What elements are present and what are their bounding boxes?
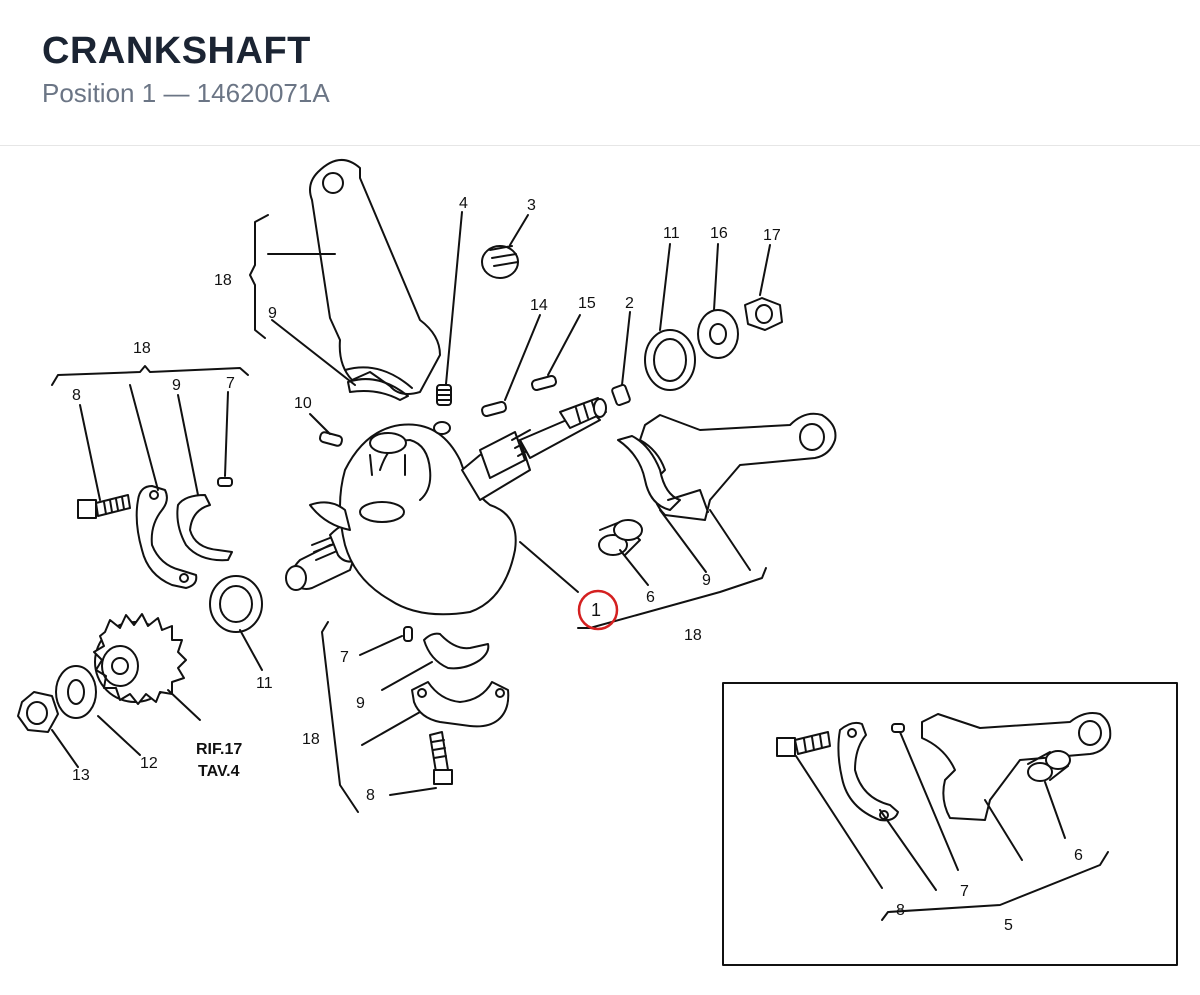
callout-9-top: 9 [268,305,277,322]
key-15 [531,374,557,392]
inset-panel [722,682,1178,966]
callout-18-top: 18 [214,272,232,289]
brackets [51,214,767,813]
gear-washer [55,665,97,719]
callout-2: 2 [625,295,634,312]
page-header: CRANKSHAFT Position 1 — 14620071A [0,0,1200,146]
seal-bottom [209,575,263,633]
callout-13: 13 [72,767,90,784]
grub-screw-2 [611,383,631,407]
seal-top [644,329,696,391]
callout-12: 12 [140,755,158,772]
key-10 [318,431,344,447]
callout-11-bottom: 11 [256,675,273,692]
highlight-circle [577,589,619,631]
middle-cap-bolt [429,731,453,785]
middle-bearing-cap [411,632,510,728]
inset-callout-7: 7 [960,883,969,900]
callout-1-highlighted: 1 [591,600,601,620]
page-subtitle: Position 1 — 14620071A [42,78,330,109]
inset-connecting-rod [921,712,1112,821]
gear-nut [17,691,59,733]
grub-screw [436,384,452,406]
callout-18-mid: 18 [302,731,320,748]
callout-3: 3 [527,197,536,214]
inset-dowel [891,723,905,733]
top-connecting-rod [309,159,441,401]
inset-callout-8: 8 [896,902,905,919]
right-connecting-rod [617,412,837,521]
callout-14: 14 [530,297,548,314]
callout-8-mid: 8 [366,787,375,804]
timing-gear [93,613,187,705]
position-number: 1 [141,78,157,108]
callout-10: 10 [294,395,312,412]
nut-17 [744,297,783,331]
reference-line-1: RIF.17 [196,741,242,758]
left-bearing-cap [135,485,233,589]
callout-9-left: 9 [172,377,181,394]
inset-cap [837,721,899,822]
callout-8-left: 8 [72,387,81,404]
inset-bush [1027,750,1071,782]
callout-6: 6 [646,589,655,606]
callout-4: 4 [459,195,468,212]
washer-16 [697,309,739,359]
callout-17: 17 [763,227,781,244]
diagram-svg: 18 9 4 3 14 15 2 11 16 17 18 8 9 7 10 11… [17,159,1178,966]
key-14 [481,400,507,418]
callout-18-left: 18 [133,340,151,357]
callout-7-mid: 7 [340,649,349,666]
exploded-diagram: 18 9 4 3 14 15 2 11 16 17 18 8 9 7 10 11… [0,146,1200,990]
callout-9-mid: 9 [356,695,365,712]
leader-lines [51,211,771,796]
plug [481,245,519,279]
inset-callout-5: 5 [1004,917,1013,934]
inset-bolt [776,731,831,757]
callout-16: 16 [710,225,728,242]
subtitle-prefix: Position [42,78,135,108]
middle-dowel [403,626,413,642]
inset-leaders [795,731,1109,921]
callout-15: 15 [578,295,596,312]
subtitle-separator: — [163,78,190,108]
callout-9-right: 9 [702,572,711,589]
reference-line-2: TAV.4 [198,763,240,780]
callout-labels: 18 9 4 3 14 15 2 11 16 17 18 8 9 7 10 11… [72,195,1083,934]
callout-11-top: 11 [663,225,680,242]
crankshaft [285,397,607,616]
inset-callout-6: 6 [1074,847,1083,864]
page-title: CRANKSHAFT [42,30,311,72]
callout-7-left: 7 [226,375,235,392]
left-dowel [217,477,233,487]
callout-18-right: 18 [684,627,702,644]
left-cap-bolt [77,494,131,519]
part-number: 14620071A [196,78,330,108]
